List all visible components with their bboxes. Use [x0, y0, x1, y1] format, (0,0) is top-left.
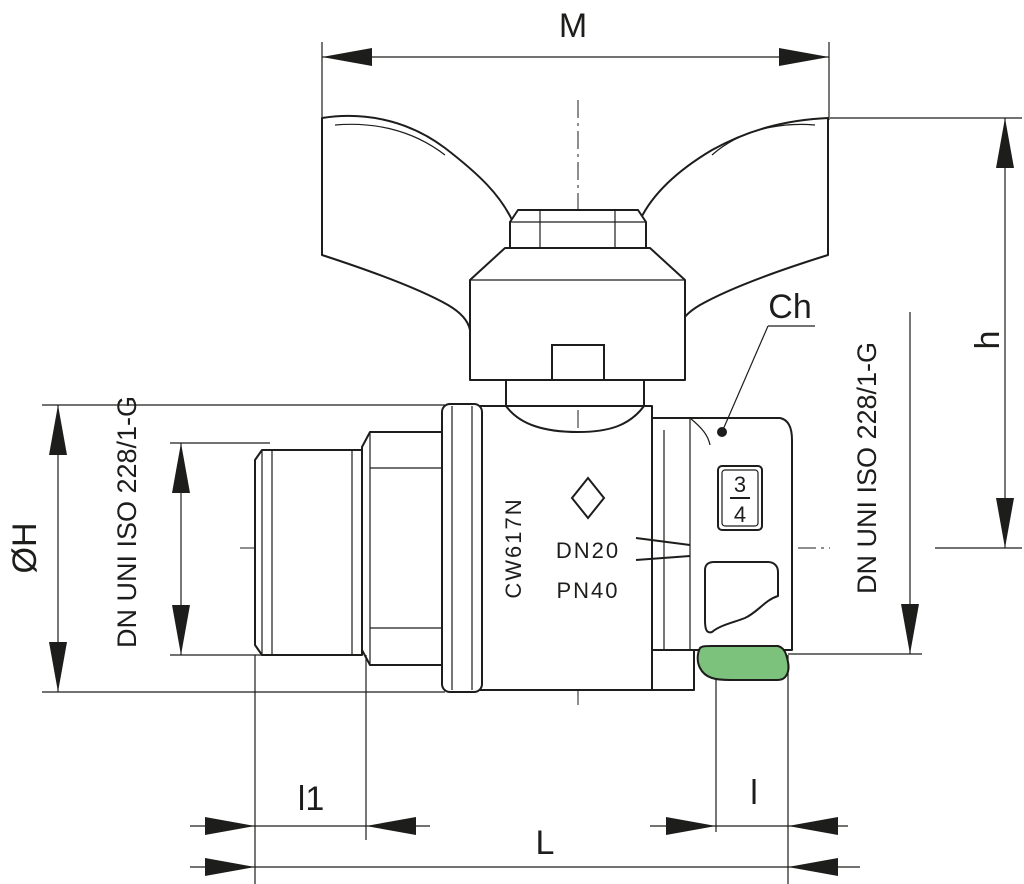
stem-hex-nut	[509, 209, 647, 249]
dimension-M: M	[321, 7, 830, 120]
dimension-l-label: l	[750, 774, 758, 812]
size-numerator: 3	[734, 472, 746, 497]
dimension-Ch: Ch	[717, 288, 815, 437]
valve-center-body	[477, 405, 653, 691]
dimension-l1: l1	[190, 655, 430, 884]
size-denominator: 4	[734, 502, 746, 527]
dimension-h: h	[830, 117, 1022, 549]
handle-hub	[469, 247, 686, 381]
dimension-OH: ØH	[6, 404, 445, 693]
left-hex-section	[361, 431, 443, 666]
nominal-diameter-mark: DN20	[556, 538, 620, 563]
dimension-thread-right: DN UNI ISO 228/1-G	[788, 312, 922, 655]
dimension-L: L	[190, 824, 860, 876]
size-badge: 3 4	[717, 465, 763, 531]
dimension-h-label: h	[969, 331, 1007, 350]
seal-ring	[696, 645, 790, 681]
nominal-pressure-mark: PN40	[556, 578, 619, 603]
body-slot	[635, 537, 691, 561]
dimension-L-label: L	[536, 824, 555, 862]
stem-neck	[505, 379, 645, 407]
cutaway-window	[704, 561, 779, 634]
thread-left-label: DN UNI ISO 228/1-G	[112, 396, 142, 648]
dimension-M-label: M	[559, 7, 587, 45]
dimension-l: l	[650, 655, 848, 884]
male-threaded-end	[254, 449, 363, 656]
dimension-l1-label: l1	[298, 780, 324, 818]
diamond-logo-icon	[570, 476, 606, 520]
left-body-flange	[441, 403, 483, 693]
dimension-thread-left: DN UNI ISO 228/1-G	[112, 396, 270, 656]
material-mark: CW617N	[501, 497, 526, 598]
thread-right-label: DN UNI ISO 228/1-G	[852, 342, 882, 594]
dimension-Ch-label: Ch	[768, 288, 811, 326]
dimension-OH-label: ØH	[6, 523, 44, 574]
